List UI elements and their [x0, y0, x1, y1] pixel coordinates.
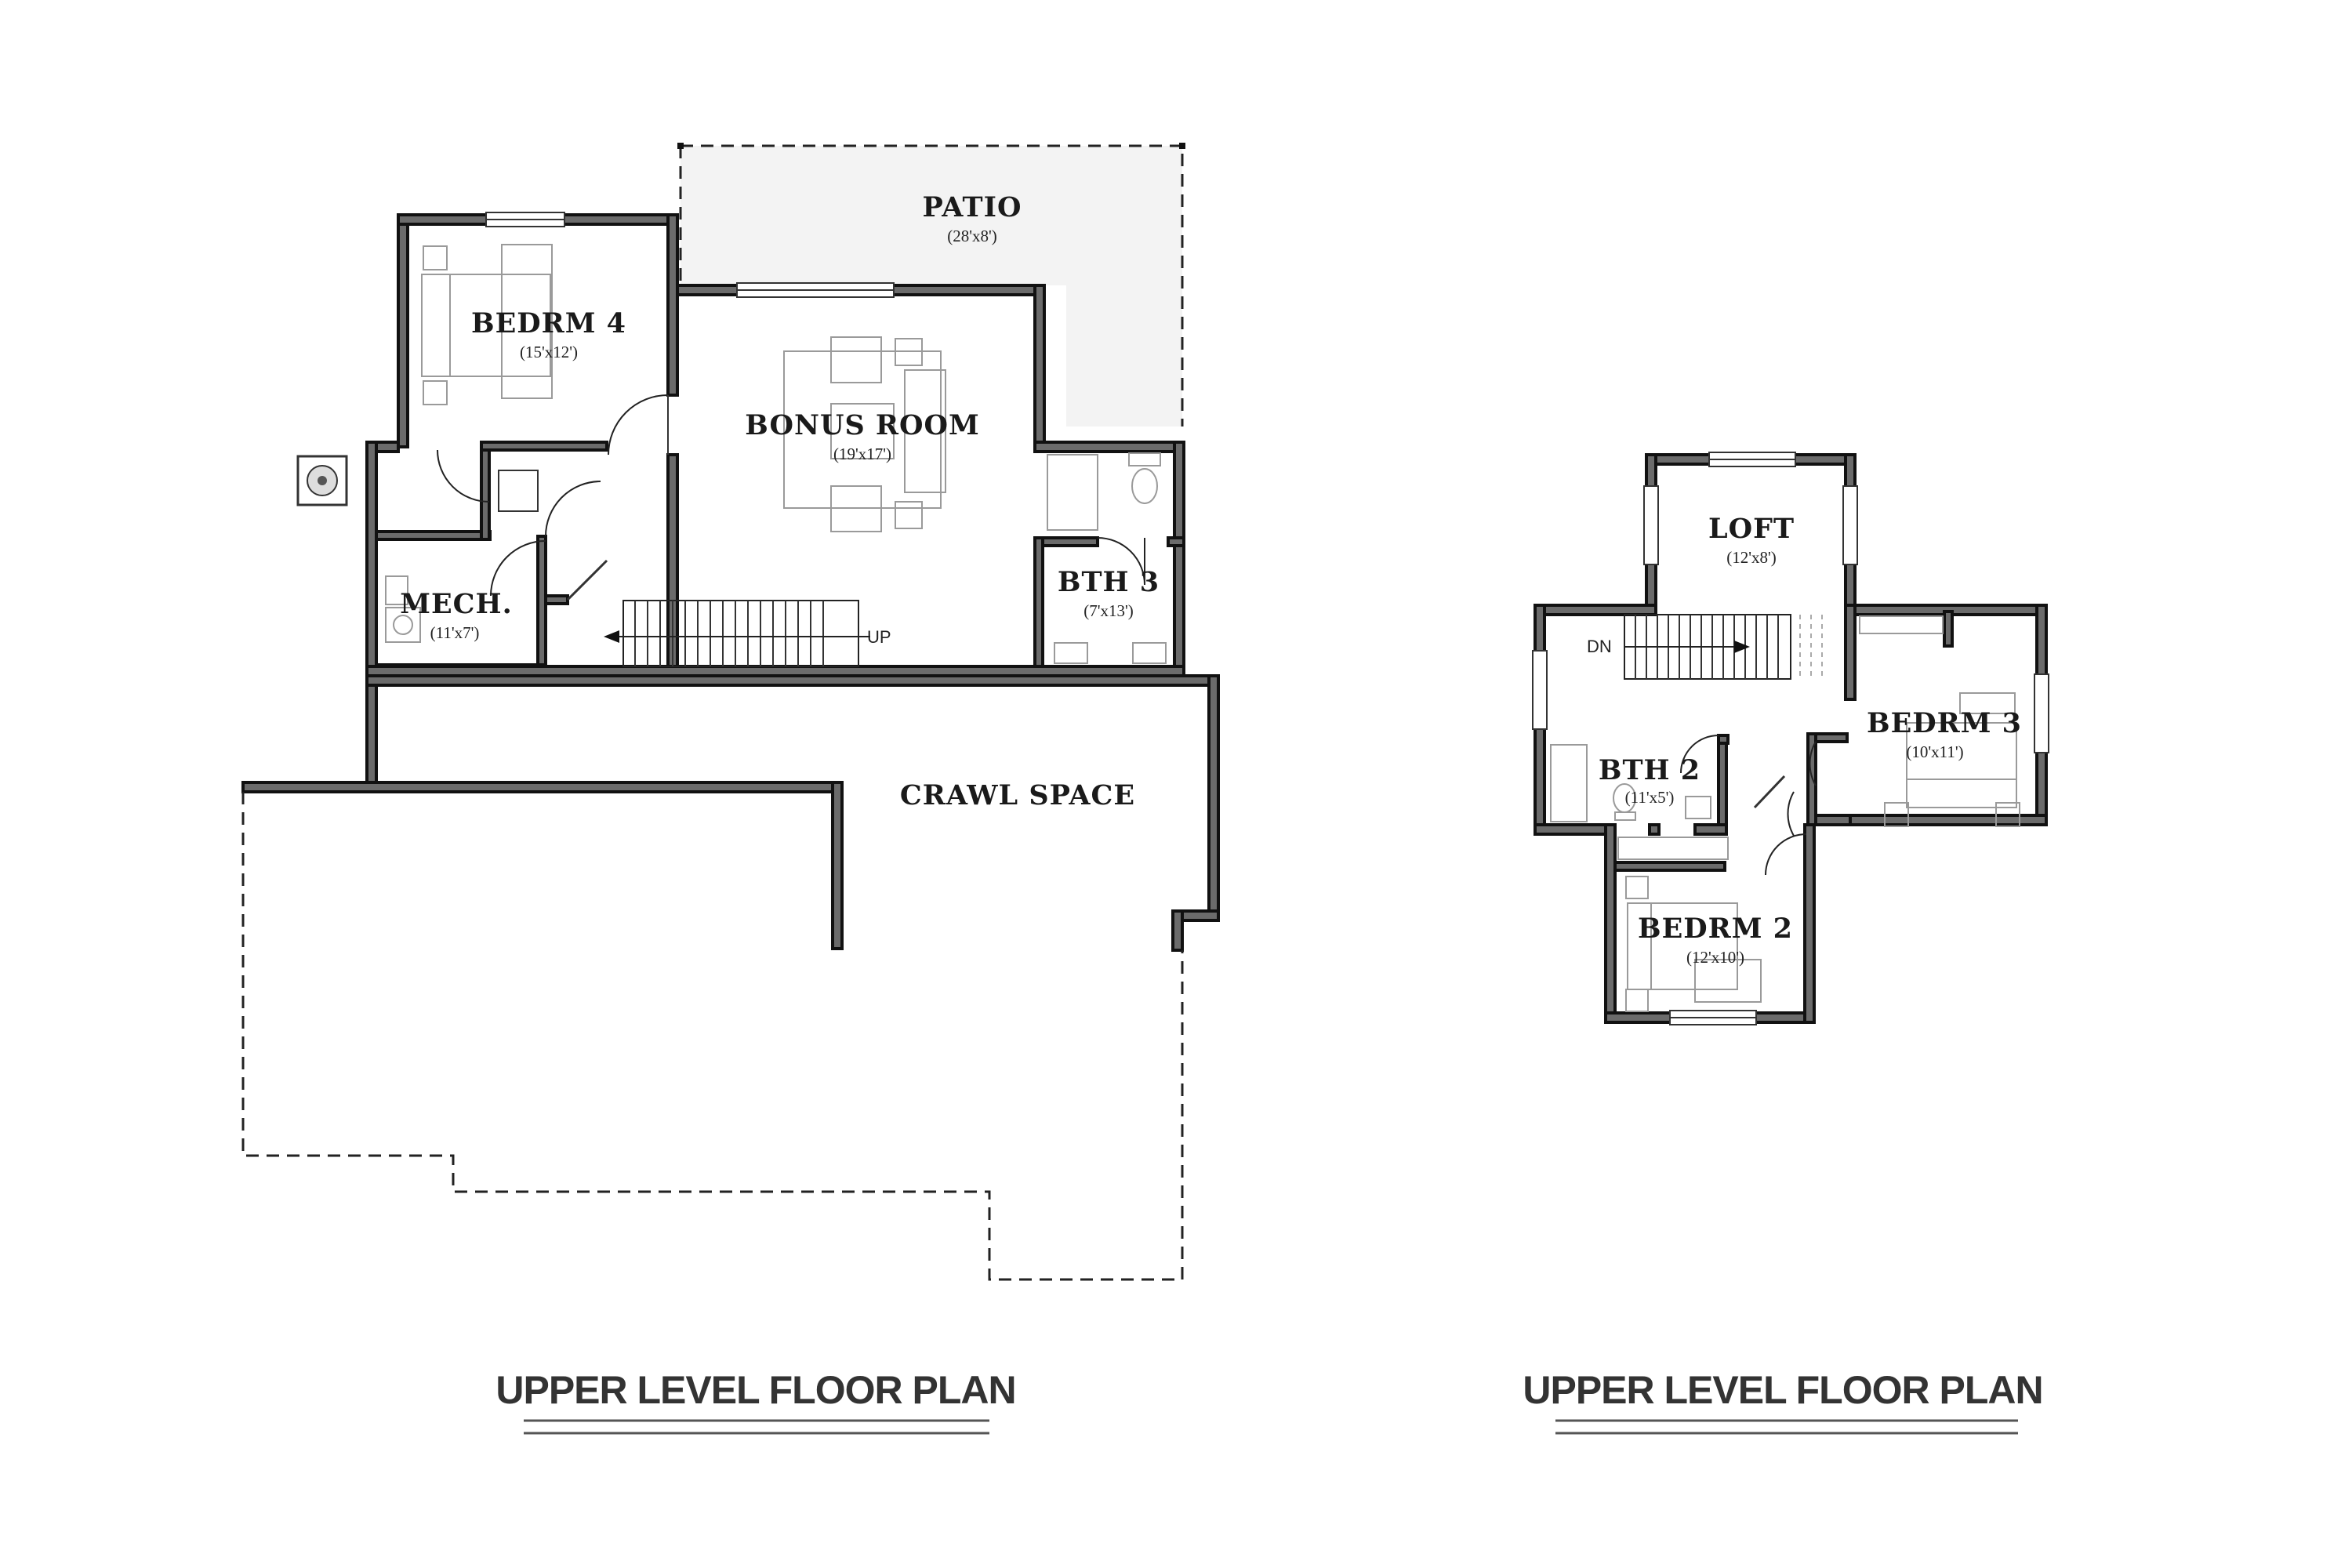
crawl-space-outline [241, 792, 1184, 1281]
room-dim-patio: (28'x8') [947, 227, 997, 245]
room-label-mech: MECH. [400, 588, 513, 620]
room-dim-bedrm-4: (15'x12') [520, 343, 578, 361]
room-label-bth-3: BTH 3 [1058, 566, 1160, 598]
room-dim-bth-3: (7'x13') [1083, 601, 1134, 620]
room-dim-loft: (12'x8') [1726, 548, 1777, 567]
stair-label-up: UP [867, 627, 891, 647]
lower-floor-plan: PATIO (28'x8') BEDRM 4 (15'x12') BONUS R… [241, 143, 1220, 1435]
upper-room-labels: LOFT (12'x8') BEDRM 3 (10'x11') BTH 2 (1… [1587, 513, 2022, 967]
lower-room-labels: PATIO (28'x8') BEDRM 4 (15'x12') BONUS R… [400, 191, 1160, 811]
room-label-crawl-space: CRAWL SPACE [900, 779, 1135, 811]
upper-stairs [1624, 614, 1791, 680]
room-label-bedrm-3: BEDRM 3 [1867, 707, 2022, 739]
room-label-bedrm-2: BEDRM 2 [1638, 913, 1793, 945]
upper-plan-title: UPPER LEVEL FLOOR PLAN [1523, 1368, 2044, 1435]
upper-doors [1680, 735, 1817, 876]
upper-floor-plan: LOFT (12'x8') BEDRM 3 (10'x11') BTH 2 (1… [1523, 452, 2049, 1435]
room-dim-bonus-room: (19'x17') [833, 445, 891, 463]
room-label-bedrm-4: BEDRM 4 [471, 307, 626, 339]
room-label-bth-2: BTH 2 [1599, 754, 1700, 786]
lower-doors [437, 394, 1145, 601]
room-label-patio: PATIO [923, 191, 1022, 223]
upper-furniture [1550, 615, 2020, 1012]
room-dim-bedrm-3: (10'x11') [1906, 742, 1963, 761]
room-dim-mech: (11'x7') [430, 623, 480, 642]
lower-furniture [296, 244, 1167, 664]
room-label-bonus-room: BONUS ROOM [745, 409, 980, 441]
stair-label-dn: DN [1587, 637, 1612, 656]
lower-plan-title: UPPER LEVEL FLOOR PLAN [495, 1368, 1017, 1435]
lower-windows [485, 212, 895, 298]
room-dim-bth-2: (11'x5') [1625, 788, 1675, 807]
upper-windows [1532, 452, 2049, 1025]
plan-title-right: UPPER LEVEL FLOOR PLAN [1523, 1368, 2042, 1412]
lower-stairs [604, 600, 870, 667]
patio-area [677, 143, 1185, 426]
plan-title-left: UPPER LEVEL FLOOR PLAN [495, 1368, 1015, 1412]
room-dim-bedrm-2: (12'x10') [1686, 948, 1744, 967]
room-label-loft: LOFT [1708, 513, 1795, 545]
